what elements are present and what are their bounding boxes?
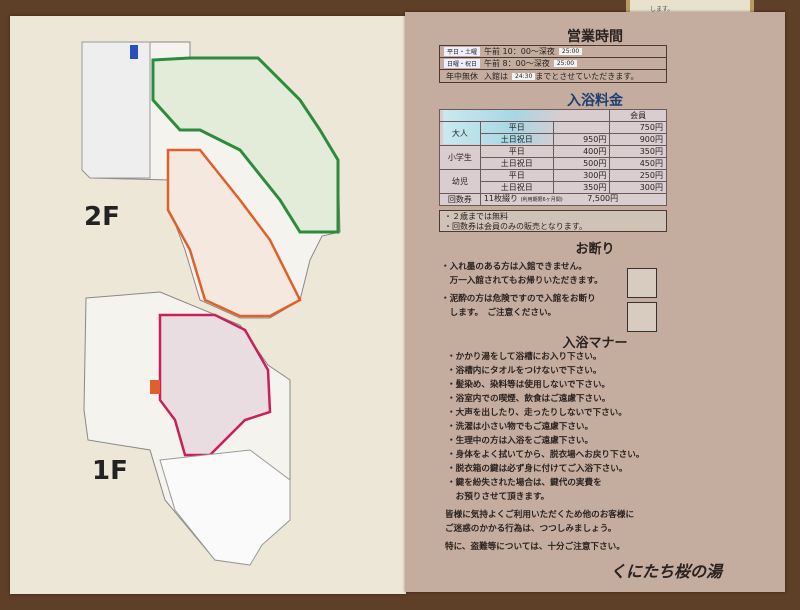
fee-member: 750円: [609, 121, 667, 134]
floor-map-panel: 2F 1F: [10, 16, 406, 594]
manner-item: ・脱衣箱の鍵は必ず身に付けてご入浴下さい。: [447, 464, 628, 474]
hours-title: 営業時間: [567, 29, 623, 45]
fee-row: 大人平日 750円: [439, 121, 667, 146]
fee-day: 平日: [479, 145, 554, 158]
fee-day: 土日祝日: [479, 181, 554, 194]
fee-note: ・回数券は会員のみの販売となります。: [444, 222, 587, 231]
fee-day: 平日: [479, 169, 554, 182]
manner-item: ・浴室内での喫煙、飲食はご遠慮下さい。: [447, 394, 611, 404]
fee-price: 500円: [552, 157, 611, 170]
ticket-limit: (利用期限6ヶ月間): [520, 197, 563, 203]
fee-group: 大人: [439, 121, 481, 146]
ticket-desc: 11枚綴り: [483, 194, 519, 203]
hours-days: 日曜・祝日: [444, 59, 481, 68]
refusal-item: ・入れ墨のある方は入館できません。: [441, 262, 587, 272]
hours-time: 午前 10：00～深夜: [484, 47, 555, 56]
manners-list: ・かかり湯をして浴槽にお入り下さい。 ・浴槽内にタオルをつけないで下さい。 ・髪…: [447, 350, 644, 504]
member-header: 会員: [609, 109, 667, 122]
manners-title: 入浴マナー: [562, 336, 628, 351]
manner-item: ・浴槽内にタオルをつけないで下さい。: [447, 366, 602, 376]
fee-price: 950円: [552, 133, 611, 146]
manner-item: ・髪染め、染料等は使用しないで下さい。: [447, 380, 611, 390]
fee-member: 900円: [609, 133, 667, 146]
fee-member: 250円: [609, 169, 667, 182]
fee-price: 350円: [552, 181, 611, 194]
fee-group: 幼児: [439, 169, 481, 194]
refusal-item: 万一入館されてもお帰りいただきます。: [441, 276, 603, 286]
refusal-item: します。 ご注意ください。: [441, 308, 557, 318]
fee-day: 平日: [479, 121, 554, 134]
fee-day: 土日祝日: [479, 133, 554, 146]
refusal-item: ・泥酔の方は危険ですので入館をお断り: [441, 294, 596, 304]
fee-price: [552, 121, 611, 134]
floor-map-drawing: [81, 41, 341, 566]
fee-group: 小学生: [439, 145, 481, 170]
closing-text: 皆様に気持よくご利用いただくため他のお客様に ご迷惑のかかる行為は、つつしみまし…: [445, 508, 634, 554]
drunk-person-icon: [627, 302, 657, 332]
ticket-label: 回数券: [439, 193, 481, 206]
frame-text: します。: [650, 6, 674, 13]
fee-member: 350円: [609, 145, 667, 158]
floor-map-2f: [81, 41, 341, 319]
manner-item: お預りさせて頂きます。: [447, 492, 550, 502]
closing-line: ご迷惑のかかる行為は、つつしみましょう。: [445, 524, 617, 534]
refusal-list: ・入れ墨のある方は入館できません。 万一入館されてもお帰りいただきます。 ・泥酔…: [441, 260, 603, 320]
tattoo-icon: [627, 268, 657, 298]
manner-item: ・洗濯は小さい物でもご遠慮下さい。: [447, 422, 594, 432]
refusal-title: お断り: [575, 242, 615, 257]
floor-label-2f: 2F: [84, 202, 120, 232]
hours-note-pre: 入館は: [484, 71, 508, 81]
floor-map-1f: [83, 291, 291, 566]
hours-close: 25:00: [553, 60, 578, 67]
logo: くにたち桜の湯: [610, 562, 723, 581]
closing-line: 特に、盗難等については、十分ご注意下さい。: [445, 542, 625, 552]
manner-item: ・身体をよく拭いてから、脱衣場へお戻り下さい。: [447, 450, 645, 460]
manner-item: ・大声を出したり、走ったりしないで下さい。: [447, 408, 627, 418]
fees-header-blank: [438, 109, 611, 122]
manner-item: ・生理中の方は入浴をご遠慮下さい。: [447, 436, 594, 446]
fees-title: 入浴料金: [567, 93, 623, 109]
fee-note: ・２歳までは無料: [444, 212, 508, 221]
ticket-price: 7,500円: [587, 194, 619, 203]
fee-notes: ・２歳までは無料・回数券は会員のみの販売となります。: [439, 210, 667, 232]
fee-price: 400円: [552, 145, 611, 158]
manner-item: ・鍵を紛失された場合は、鍵代の実費を: [447, 478, 602, 488]
fee-price: 300円: [552, 169, 611, 182]
hours-time: 午前 8：00～深夜: [484, 59, 550, 68]
hours-close: 25:00: [558, 48, 583, 55]
hours-days: 平日・土曜: [444, 47, 481, 56]
floor-label-1f: 1F: [92, 456, 128, 486]
fee-day: 土日祝日: [479, 157, 554, 170]
fee-member: 300円: [609, 181, 667, 194]
hours-note-label: 年中無休: [446, 71, 478, 81]
fee-member: 450円: [609, 157, 667, 170]
closing-line: 皆様に気持よくご利用いただくため他のお客様に: [445, 510, 635, 520]
hours-note-post: までとさせていただきます。: [535, 71, 639, 81]
hours-note-time: 24:30: [512, 72, 536, 80]
manner-item: ・かかり湯をして浴槽にお入り下さい。: [447, 352, 602, 362]
